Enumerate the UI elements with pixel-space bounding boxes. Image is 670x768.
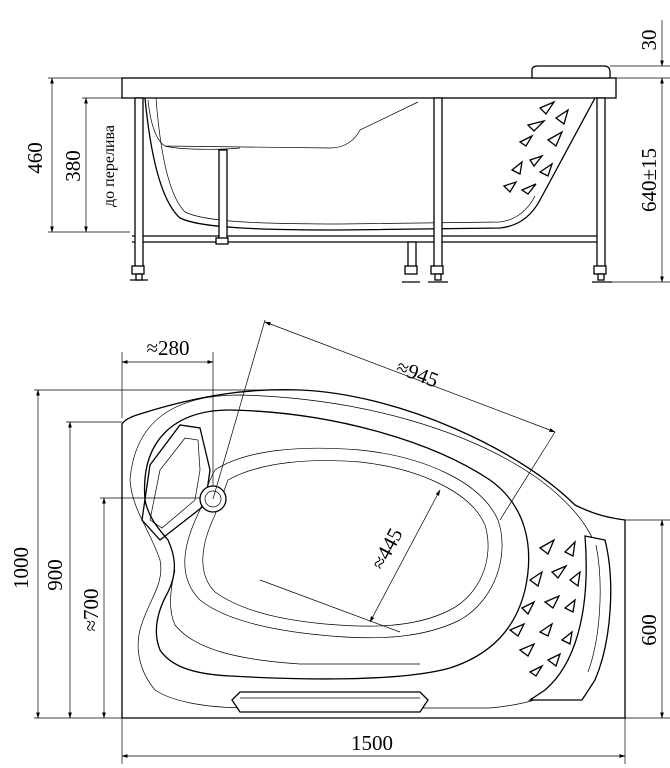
dim-445: ≈445 — [366, 524, 407, 573]
dim-640: 640±15 — [637, 148, 661, 212]
dim-600: 600 — [637, 614, 661, 646]
tub-body — [144, 97, 596, 231]
tub-legs — [130, 97, 612, 283]
side-dimensions-right — [610, 20, 670, 283]
dim-460: 460 — [23, 142, 47, 174]
dim-380: 380 — [61, 150, 85, 182]
headrest — [531, 65, 611, 79]
pillow-bottom — [231, 691, 429, 713]
dim-945: ≈945 — [393, 355, 442, 393]
backrest-left — [141, 424, 211, 541]
dim-1000: 1000 — [9, 547, 33, 589]
dim-900: 900 — [43, 559, 67, 591]
side-view: 460 380 до перелива 30 640±15 — [23, 20, 670, 283]
dim-700: ≈700 — [79, 588, 103, 631]
decor-pattern-side — [502, 100, 570, 195]
bowl-outer — [143, 409, 530, 680]
bowl-inner — [184, 447, 503, 639]
dim-30: 30 — [637, 30, 661, 51]
overflow-note: до перелива — [101, 125, 118, 207]
dim-280: ≈280 — [146, 336, 189, 360]
side-dimensions-left — [48, 77, 145, 233]
dim-1500: 1500 — [351, 731, 393, 755]
armrest-right — [527, 535, 612, 701]
tub-rim — [121, 77, 617, 99]
top-view: ≈945 ≈445 ≈280 1000 900 ≈700 600 — [9, 319, 670, 764]
decor-pattern-top — [508, 538, 581, 677]
top-dimensions-left — [34, 389, 300, 719]
diag-ext-1 — [212, 319, 266, 500]
diag-ext-2 — [499, 431, 556, 521]
